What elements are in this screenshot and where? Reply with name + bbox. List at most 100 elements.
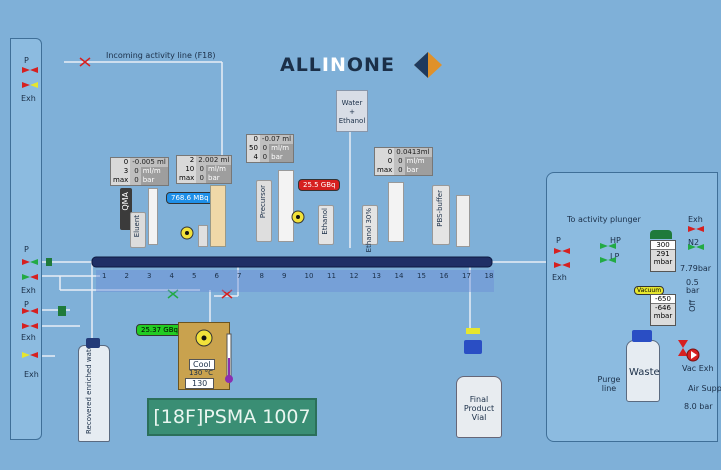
reactor-setpoint[interactable]: 130 [185,378,215,389]
left-p-low-label: P [24,300,29,309]
hp-lp-valves[interactable] [598,241,628,267]
reactor-block[interactable]: Cool 130 °C 130 [178,322,230,390]
syr1-r1a: 0 [111,158,131,167]
syr1-r2u: ml/m [140,167,168,176]
left-valve-top[interactable] [20,64,40,92]
left-exh-bottom-label: Exh [24,370,39,379]
radiation-icon-1 [180,226,194,240]
syr3-r2u: ml/m [269,144,294,153]
precursor-vial[interactable]: Precursor [256,180,272,242]
eluent-label: Eluent [133,215,141,238]
precursor-label: Precursor [259,185,267,219]
syr3-r3u: bar [269,153,294,162]
activity-plunger-label: To activity plunger [567,215,641,224]
manifold-port-number: 14 [394,272,404,280]
vacuum-setpoint[interactable]: -650 [651,295,675,304]
manifold-port-number: 12 [349,272,359,280]
vacuum-pump-icon[interactable] [686,348,700,362]
syringe-2-vial[interactable] [198,225,208,247]
gauge-setpoint[interactable]: 300 [651,241,675,250]
pressure-gauge-cap [650,230,672,239]
incoming-activity-label: Incoming activity line (F18) [106,51,216,60]
left-valve-mid[interactable] [20,257,54,285]
manifold-port-number: 13 [372,272,381,280]
n2-pressure-value: 7.79bar [680,264,712,273]
syr2-r3a: max [177,174,197,183]
qma-label: QMA [121,192,130,211]
syr1-r3u: bar [140,176,168,185]
syr2-r2a: 10 [177,165,197,174]
brand-diamond-icon [414,52,442,78]
gauge-unit: mbar [653,258,673,266]
manifold-port-number: 5 [192,272,197,280]
left-exh-mid-label: Exh [21,286,36,295]
qma-cartridge[interactable]: QMA [120,188,132,230]
ethanol-vial[interactable]: Ethanol [318,205,334,245]
left-gas-panel [10,38,42,440]
syr1-r1b: -0.005 ml [130,158,168,167]
air-supply-label: Air Supply [688,384,721,393]
left-valve-low[interactable] [20,306,70,332]
pbs-buffer-label: PBS-buffer [436,190,444,227]
pressure-gauge: 300 291 mbar [650,240,676,272]
vacuum-valve[interactable] [676,338,690,358]
thermometer-icon [225,333,233,383]
vac-exh-label: Vac Exh [682,364,714,373]
manifold-port-number: 8 [259,272,264,280]
pbs-buffer-vial[interactable]: PBS-buffer [432,185,450,245]
water-ethanol-bag[interactable]: Water + Ethanol [336,90,368,132]
reactor-mode[interactable]: Cool [189,359,215,370]
syr4-r2u: ml/m [404,157,432,166]
syr2-r3u: bar [206,174,232,183]
syr3-r1a: 0 [247,135,260,144]
syr4-r1a: 0 [375,148,395,157]
vacuum-value: -646 [655,304,671,312]
manifold-port-number: 7 [237,272,242,280]
left-exh-low-label: Exh [21,333,36,342]
activity-badge-3: 25.37 GBq [136,324,183,336]
syringe-1-barrel[interactable] [148,188,158,245]
air-supply-value: 8.0 bar [684,402,713,411]
syringe-3-barrel[interactable] [278,170,294,242]
right-valve-main[interactable] [552,246,572,272]
filter-unit[interactable] [456,195,470,247]
syringe-2-barrel[interactable] [210,185,226,247]
vacuum-unit: mbar [653,312,673,320]
right-exh2-label: Exh [688,215,703,224]
manifold-port-number: 10 [304,272,314,280]
right-valve-n2[interactable] [686,224,706,254]
syr1-r2b: 0 [130,167,141,176]
waste-bottle: Waste [626,340,660,402]
eluent-vial[interactable]: Eluent [130,212,146,248]
syr4-r2a: 0 [375,157,395,166]
syr3-r2b: 0 [259,144,270,153]
recovered-water-label: Recovered enriched water [85,342,93,434]
syr4-r3b: 0 [394,166,405,175]
syringe-4-barrel[interactable] [388,182,404,242]
brand-part-3: ONE [346,54,395,76]
manifold-port-number: 18 [484,272,494,280]
final-product-label: Final Product Vial [463,395,495,422]
bar-setting-value: 0.5 [686,278,699,287]
activity-badge-1: 768.6 MBq [166,192,214,204]
n2-label: N2 [688,238,700,247]
right-exh-label: Exh [552,273,567,282]
manifold-port-number: 1 [102,272,107,280]
ethanol-30-vial[interactable]: Ethanol 30% [362,205,378,252]
final-product-filter[interactable] [464,340,482,354]
left-p-mid-label: P [24,245,29,254]
manifold-port-number: 3 [147,272,152,280]
final-product-needle-hub [466,328,480,334]
recovered-water-cap [86,338,100,348]
manifold-port-number: 11 [327,272,336,280]
syr3-r3b: 0 [259,153,270,162]
purge-line-label: Purge line [597,375,621,393]
syr2-r2b: 0 [196,165,207,174]
waste-label: Waste [629,367,660,378]
ethanol-label: Ethanol [321,208,329,235]
left-valve-bottom[interactable] [20,350,40,362]
off-label[interactable]: Off [688,300,697,312]
